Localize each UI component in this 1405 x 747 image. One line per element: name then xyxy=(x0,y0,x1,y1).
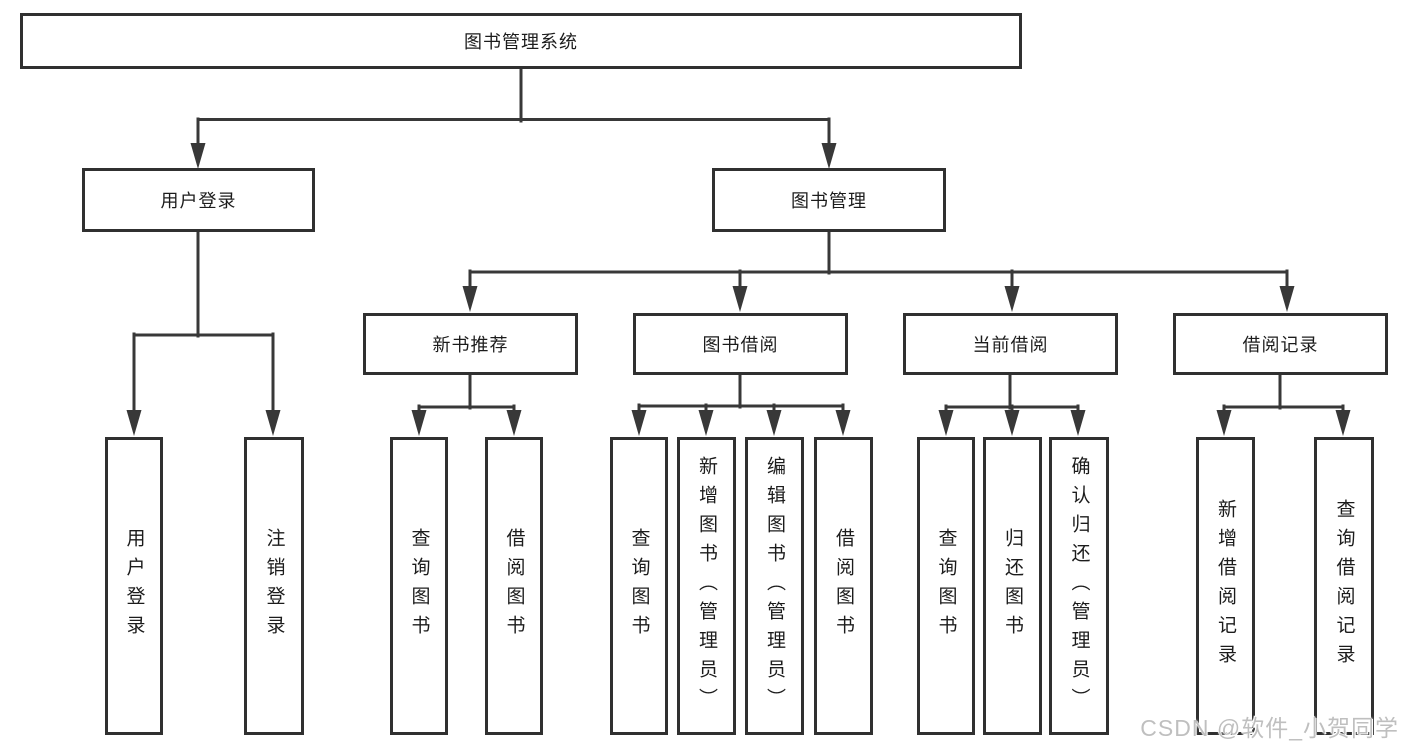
connector-borrow-record-branch xyxy=(1216,372,1351,436)
leaf-label: 注销登录 xyxy=(263,528,285,644)
connector-root-to-level2 xyxy=(190,66,837,169)
node-user-login: 用户登录 xyxy=(82,168,315,232)
leaf-add-borrow-record: 新增借阅记录 xyxy=(1196,437,1255,735)
leaf-logout: 注销登录 xyxy=(244,437,304,735)
connector-current-borrow-branch xyxy=(938,372,1086,436)
leaf-borrow-books-recommend: 借阅图书 xyxy=(485,437,543,735)
node-new-book-recommend: 新书推荐 xyxy=(363,313,578,375)
leaf-label: 借阅图书 xyxy=(833,528,854,644)
node-root-library-management-system: 图书管理系统 xyxy=(20,13,1022,69)
leaf-label: 确认归还（管理员） xyxy=(1068,455,1090,717)
leaf-confirm-return-admin: 确认归还（管理员） xyxy=(1049,437,1109,735)
connector-book-borrow-branch xyxy=(631,372,851,436)
leaf-edit-book-admin: 编辑图书（管理员） xyxy=(745,437,804,735)
connector-user-login-branch xyxy=(126,229,281,436)
node-borrow-record: 借阅记录 xyxy=(1173,313,1388,375)
leaf-query-books-current: 查询图书 xyxy=(917,437,975,735)
leaf-query-borrow-record: 查询借阅记录 xyxy=(1314,437,1374,735)
leaf-label: 用户登录 xyxy=(123,528,145,644)
leaf-return-books: 归还图书 xyxy=(983,437,1042,735)
leaf-label: 新增借阅记录 xyxy=(1215,499,1236,673)
connector-book-mgmt-to-level3 xyxy=(462,229,1295,312)
leaf-query-books-recommend: 查询图书 xyxy=(390,437,448,735)
leaf-label: 编辑图书（管理员） xyxy=(764,455,785,717)
leaf-user-login: 用户登录 xyxy=(105,437,163,735)
leaf-label: 查询图书 xyxy=(408,528,430,644)
leaf-query-books-borrow: 查询图书 xyxy=(610,437,668,735)
node-book-borrow: 图书借阅 xyxy=(633,313,848,375)
node-current-borrow: 当前借阅 xyxy=(903,313,1118,375)
csdn-watermark: CSDN @软件_小贺同学 xyxy=(1140,715,1399,741)
node-book-management: 图书管理 xyxy=(712,168,946,232)
leaf-label: 查询图书 xyxy=(628,528,650,644)
leaf-label: 归还图书 xyxy=(1002,528,1023,644)
leaf-label: 借阅图书 xyxy=(503,528,525,644)
leaf-add-book-admin: 新增图书（管理员） xyxy=(677,437,736,735)
leaf-label: 查询图书 xyxy=(935,528,957,644)
connector-new-book-branch xyxy=(411,372,522,436)
leaf-borrow-books: 借阅图书 xyxy=(814,437,873,735)
leaf-label: 查询借阅记录 xyxy=(1333,499,1355,673)
leaf-label: 新增图书（管理员） xyxy=(696,455,717,717)
